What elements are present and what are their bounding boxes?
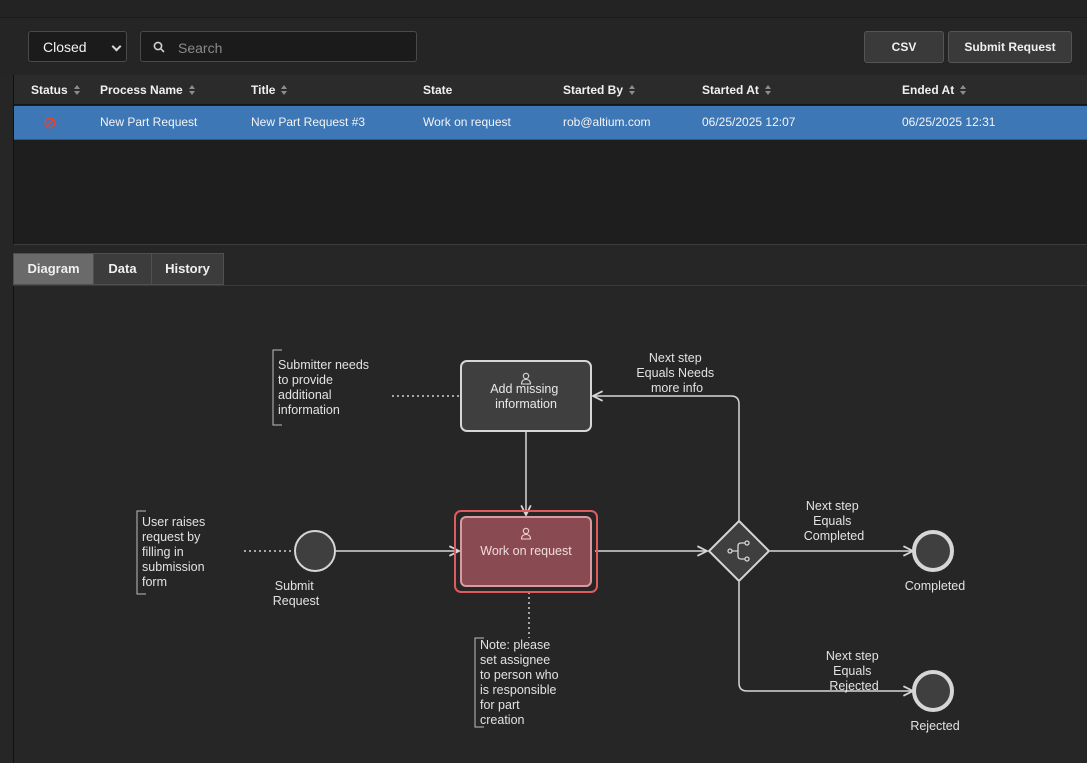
tab-diagram[interactable]: Diagram [13, 253, 94, 285]
sort-icon [188, 85, 195, 95]
cell-started-at: 06/25/2025 12:07 [702, 115, 796, 129]
cell-ended-at: 06/25/2025 12:31 [902, 115, 996, 129]
exclusive-gateway[interactable] [707, 519, 771, 583]
task-work-on-request[interactable]: Work on request [454, 510, 598, 593]
annotation-user: User raises request by filling in submis… [142, 515, 209, 589]
user-icon [520, 372, 532, 385]
cell-state: Work on request [423, 115, 511, 129]
search-icon [153, 41, 165, 53]
annotation-submitter: Submitter needs to provide additional in… [278, 358, 373, 417]
sort-icon [960, 85, 967, 95]
annotation-bracket [136, 510, 146, 595]
end-event-rejected-label: Rejected [910, 719, 959, 733]
tab-data[interactable]: Data [93, 253, 152, 285]
submit-request-button[interactable]: Submit Request [948, 31, 1072, 63]
closed-status-icon [44, 117, 56, 129]
sort-icon [73, 85, 80, 95]
annotation-note: Note: please set assignee to person who … [480, 638, 562, 727]
top-strip [0, 0, 1087, 18]
end-event-rejected[interactable] [912, 670, 954, 712]
annotation-bracket [474, 637, 484, 728]
column-header-started-at[interactable]: Started At [702, 83, 771, 97]
flow-label-needs-info: Next step Equals Needs more info [636, 351, 717, 395]
column-header-state: State [423, 83, 453, 97]
start-event-label: Submit Request [273, 579, 320, 608]
table-row[interactable]: New Part Request New Part Request #3 Wor… [14, 106, 1087, 140]
end-event-completed[interactable] [912, 530, 954, 572]
task-add-missing-information[interactable]: Add missing information [460, 360, 592, 432]
flow-label-completed: Next step Equals Completed [804, 499, 864, 543]
status-filter-select[interactable]: Closed [28, 31, 127, 62]
process-diagram: Submitter needs to provide additional in… [13, 286, 1087, 763]
start-event-submit-request[interactable] [294, 530, 336, 572]
column-header-process-name[interactable]: Process Name [100, 83, 195, 97]
cell-title: New Part Request #3 [251, 115, 366, 129]
sort-icon [764, 85, 771, 95]
chevron-down-icon [111, 41, 122, 52]
svg-text:Work on request: Work on request [480, 544, 572, 558]
column-header-title[interactable]: Title [251, 83, 288, 97]
search-placeholder: Search [178, 40, 223, 56]
search-input[interactable]: Search [140, 31, 417, 62]
flow-gateway-to-add [593, 396, 740, 521]
table-header: Status Process Name Title State Started … [14, 75, 1087, 105]
requests-table: Status Process Name Title State Started … [13, 75, 1087, 245]
flow-gateway-to-rejected [738, 582, 913, 691]
column-header-status[interactable]: Status [31, 83, 80, 97]
user-icon [520, 527, 532, 540]
end-event-completed-label: Completed [905, 579, 965, 593]
sort-icon [629, 85, 636, 95]
column-header-started-by[interactable]: Started By [563, 83, 636, 97]
svg-text:Add missing informatio: Add missing information [490, 382, 562, 411]
status-filter-value: Closed [43, 39, 87, 55]
tab-history[interactable]: History [151, 253, 224, 285]
cell-started-by: rob@altium.com [563, 115, 651, 129]
flow-label-rejected: Next step Equals Rejected [826, 649, 882, 693]
toolbar: Closed Search CSV Submit Request [0, 19, 1087, 75]
branch-icon [727, 540, 750, 562]
sort-icon [281, 85, 288, 95]
cell-process-name: New Part Request [100, 115, 198, 129]
csv-button[interactable]: CSV [864, 31, 944, 63]
annotation-bracket [272, 349, 282, 426]
column-header-ended-at[interactable]: Ended At [902, 83, 967, 97]
detail-tabs: Diagram Data History [13, 253, 1087, 286]
